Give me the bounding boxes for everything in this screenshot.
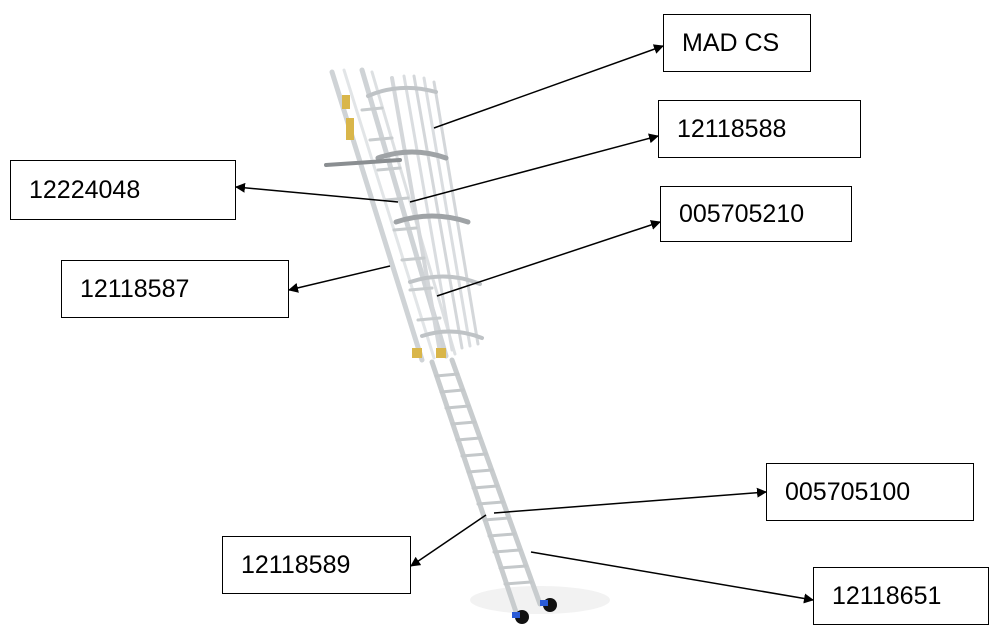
arrow-12118588 [409,133,659,203]
label-12118589: 12118589 [222,536,411,594]
arrow-12118651 [530,551,814,604]
label-12224048: 12224048 [10,160,236,220]
arrow-005705100 [493,487,767,514]
label-005705100: 005705100 [766,463,974,521]
label-005705210: 005705210 [660,186,852,242]
callout-arrows [235,44,814,604]
arrow-005705210 [436,220,661,297]
ladder-illustration [324,67,610,624]
arrow-mad-cs [433,44,664,129]
label-12118588: 12118588 [658,100,861,158]
arrow-12224048 [235,182,399,203]
arrow-12118587 [288,265,391,293]
label-12118587: 12118587 [61,260,289,318]
label-mad-cs: MAD CS [663,14,811,72]
label-12118651: 12118651 [813,567,989,625]
arrow-12118589 [410,514,487,567]
